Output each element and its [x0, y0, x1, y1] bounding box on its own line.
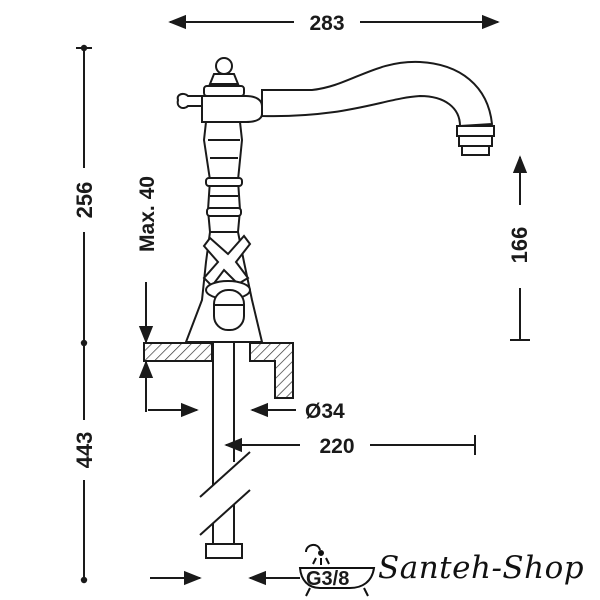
dimension-reach-label: 220	[319, 435, 354, 458]
supply-pipe	[199, 343, 251, 559]
dimension-hole-diameter-label: Ø34	[305, 400, 345, 423]
faucet-column-ring-lower	[206, 207, 242, 217]
dimension-below-counter-label: 443	[72, 432, 97, 469]
faucet-head	[201, 95, 263, 123]
faucet-aerator-ring	[458, 135, 493, 147]
faucet-finial-neck	[208, 73, 240, 85]
faucet-side-knob	[176, 92, 206, 109]
watermark-shop-name: Santeh-Shop	[378, 550, 585, 586]
dimension-spout-height-label: 166	[507, 227, 532, 264]
faucet-handle-stem	[213, 289, 245, 331]
faucet-head-collar	[203, 85, 245, 97]
faucet-column-ring	[205, 177, 243, 187]
countertop-section	[143, 342, 294, 399]
dimension-reach	[224, 435, 476, 455]
countertop-right	[249, 342, 294, 399]
bathtub-logo-icon	[298, 544, 376, 597]
dimension-height-dot-bottom	[80, 339, 88, 347]
dimension-connection-label: G3/8	[306, 568, 349, 590]
dimension-below-dot-bottom	[80, 576, 88, 584]
supply-pipe-fitting	[205, 543, 243, 559]
faucet-spout	[261, 60, 494, 128]
dimension-max-thickness-label: Max. 40	[136, 176, 159, 252]
dimension-width-label: 283	[309, 12, 344, 35]
dimension-height-label: 256	[72, 182, 97, 219]
faucet-finial-ball	[215, 57, 233, 75]
countertop-left	[143, 342, 213, 362]
faucet-body	[176, 57, 495, 343]
dimension-height-dot-top	[80, 44, 88, 52]
dimension-spout-height	[510, 155, 530, 341]
faucet-aerator-tip	[461, 145, 490, 156]
faucet-aerator	[456, 125, 495, 137]
